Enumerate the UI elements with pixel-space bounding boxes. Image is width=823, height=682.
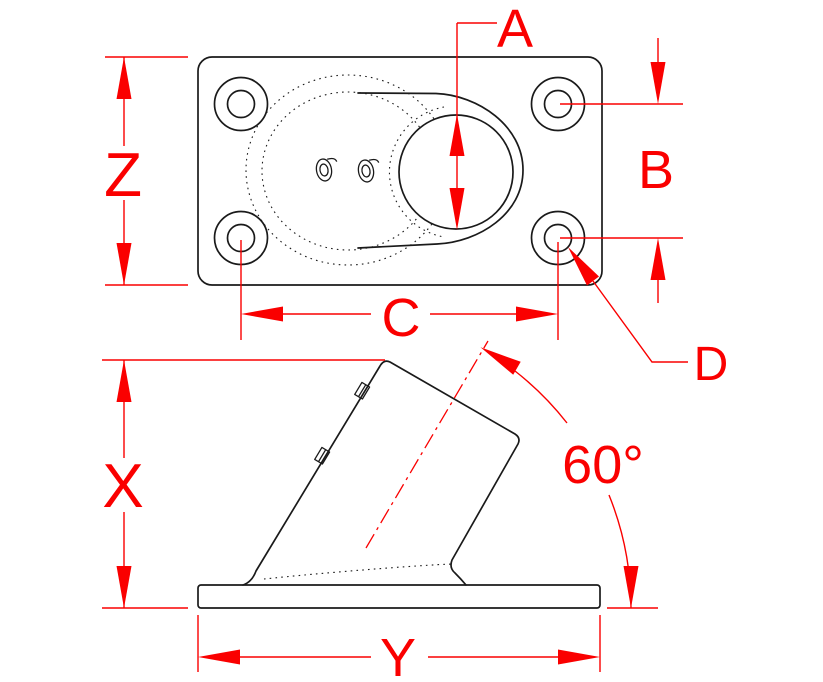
arrow-up-icon — [449, 114, 465, 156]
set-screw-side-upper — [354, 381, 371, 400]
socket-bore — [398, 114, 514, 230]
dim-label-a: A — [497, 0, 533, 59]
dimension-Z: Z — [104, 56, 188, 286]
mounting-hole-top-right — [530, 76, 586, 132]
arrow-up-left-icon — [480, 347, 521, 375]
arrow-right-icon — [516, 306, 558, 322]
set-screw-plan-right — [357, 158, 380, 183]
arrow-down-icon — [116, 566, 132, 608]
dimension-C: C — [240, 240, 559, 348]
dimension-B: B — [560, 38, 683, 303]
dim-label-x: X — [102, 452, 143, 521]
dimension-angle-60: 60° — [480, 347, 658, 609]
dim-label-angle: 60° — [562, 435, 644, 495]
fillet-hidden-line — [263, 563, 454, 580]
set-screw-plan-left — [315, 157, 338, 182]
socket-tube — [242, 360, 520, 586]
arrow-down-icon — [650, 62, 666, 104]
leader-arrow-icon — [568, 247, 599, 286]
dim-label-z: Z — [104, 141, 142, 210]
arrow-right-icon — [558, 649, 600, 665]
arrow-left-icon — [198, 649, 240, 665]
dimension-A: A — [449, 0, 533, 230]
dimension-Y: Y — [197, 615, 601, 682]
dim-label-c: C — [382, 288, 421, 348]
dimension-X: X — [102, 359, 385, 609]
side-view: X Y 60° — [102, 340, 658, 682]
top-view: A Z B C D — [104, 0, 728, 391]
arrow-down-icon — [623, 566, 639, 608]
arrow-down-icon — [116, 243, 132, 285]
arrow-down-icon — [449, 188, 465, 230]
arrow-up-icon — [650, 238, 666, 280]
socket-silhouette — [357, 92, 524, 249]
arrow-up-icon — [116, 57, 132, 99]
set-screw-side-lower — [314, 446, 331, 465]
dim-label-y: Y — [380, 628, 416, 682]
arrow-left-icon — [241, 306, 283, 322]
leader-D: D — [568, 247, 728, 391]
base-plate — [197, 584, 601, 609]
mounting-hole-top-left — [213, 76, 269, 132]
dim-label-b: B — [638, 140, 674, 200]
dim-label-d: D — [694, 338, 729, 391]
arrow-up-icon — [116, 360, 132, 402]
tube-centerline — [365, 340, 489, 549]
